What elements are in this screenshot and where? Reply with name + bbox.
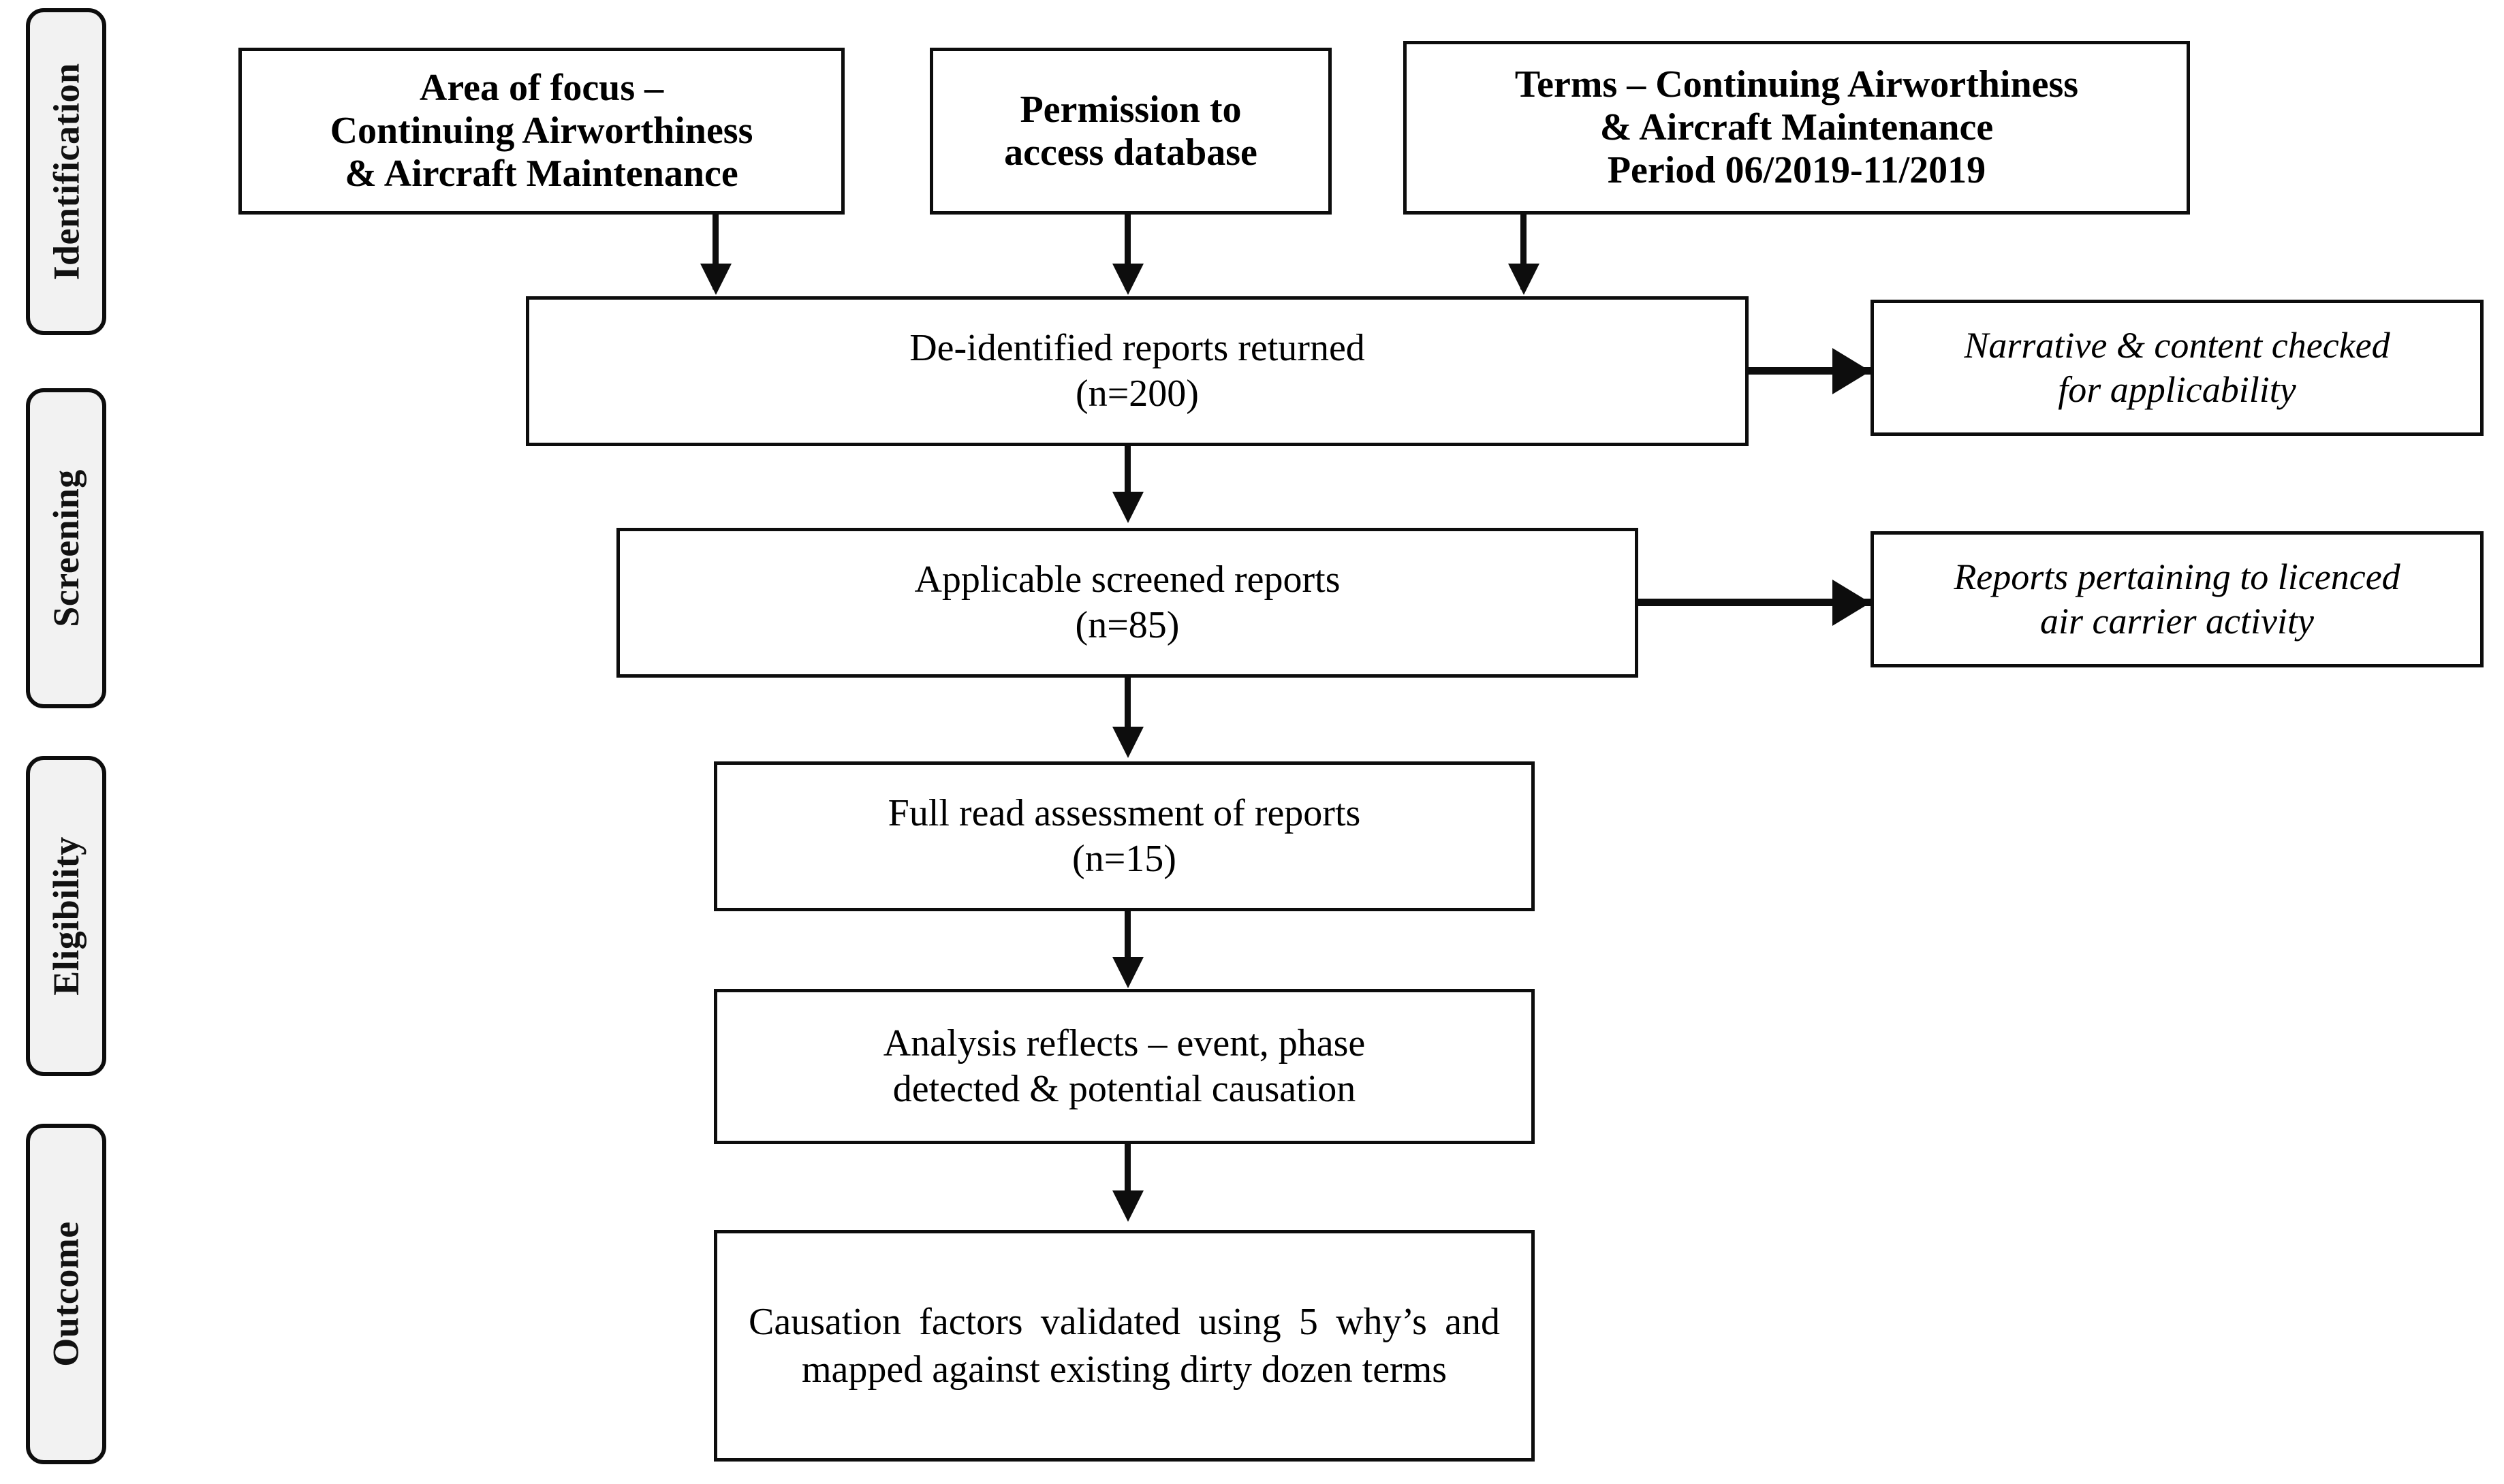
flow-box-de-identified-reports-text: De-identified reports returned (n=200) [909, 326, 1365, 415]
source-box-terms-text: Terms – Continuing Airworthiness & Aircr… [1514, 63, 2079, 191]
flow-box-analysis-reflects: Analysis reflects – event, phase detecte… [714, 989, 1535, 1144]
connector-area-of-focus-to-reports [713, 215, 719, 289]
phase-label-outcome-text: Outcome [46, 1221, 87, 1367]
phase-label-screening-text: Screening [46, 469, 87, 627]
flow-box-full-read-assessment: Full read assessment of reports (n=15) [714, 761, 1535, 911]
connector-reports-to-narrative-note [1749, 367, 1871, 375]
source-box-permission: Permission to access database [930, 48, 1332, 215]
phase-label-outcome: Outcome [26, 1124, 106, 1464]
phase-label-identification: Identification [26, 8, 106, 335]
note-box-licenced-air-carrier-text: Reports pertaining to licenced air carri… [1954, 556, 2400, 642]
arrowhead-full-read [1112, 727, 1144, 758]
flow-box-causation-factors-text: Causation factors validated using 5 why’… [749, 1301, 1500, 1391]
source-box-terms: Terms – Continuing Airworthiness & Aircr… [1403, 41, 2190, 215]
connector-permission-to-reports [1125, 215, 1131, 289]
arrowhead-permission [1112, 264, 1144, 295]
note-box-narrative-content-checked-text: Narrative & content checked for applicab… [1964, 325, 2390, 410]
connector-analysis-to-causation [1125, 1144, 1131, 1205]
connector-reports-to-screened [1125, 446, 1131, 507]
flow-box-causation-factors: Causation factors validated using 5 why’… [714, 1230, 1535, 1462]
arrowhead-analysis [1112, 957, 1144, 988]
source-box-area-of-focus: Area of focus – Continuing Airworthiness… [238, 48, 845, 215]
arrowhead-area-of-focus [700, 264, 732, 295]
connector-screened-to-licenced-note [1638, 599, 1873, 606]
flow-box-de-identified-reports: De-identified reports returned (n=200) [526, 296, 1749, 446]
note-box-licenced-air-carrier: Reports pertaining to licenced air carri… [1871, 531, 2484, 667]
source-box-area-of-focus-text: Area of focus – Continuing Airworthiness… [330, 67, 753, 195]
flow-box-applicable-screened-reports: Applicable screened reports (n=85) [616, 528, 1638, 678]
phase-label-eligibility: Eligibility [26, 756, 106, 1076]
arrowhead-causation [1112, 1190, 1144, 1222]
connector-full-read-to-analysis [1125, 911, 1131, 971]
note-box-narrative-content-checked: Narrative & content checked for applicab… [1871, 300, 2484, 436]
source-box-permission-text: Permission to access database [1004, 88, 1257, 174]
arrowhead-terms [1508, 264, 1539, 295]
arrowhead-narrative-note [1832, 348, 1871, 394]
flow-box-full-read-assessment-text: Full read assessment of reports (n=15) [888, 791, 1361, 880]
flow-box-analysis-reflects-text: Analysis reflects – event, phase detecte… [883, 1022, 1366, 1110]
flow-box-applicable-screened-reports-text: Applicable screened reports (n=85) [914, 558, 1341, 646]
connector-terms-to-reports [1520, 215, 1527, 289]
arrowhead-screened [1112, 492, 1144, 523]
phase-label-screening: Screening [26, 388, 106, 708]
arrowhead-licenced-note [1832, 580, 1871, 626]
phase-label-identification-text: Identification [46, 63, 87, 281]
phase-label-eligibility-text: Eligibility [46, 836, 87, 996]
connector-screened-to-full-read [1125, 678, 1131, 742]
